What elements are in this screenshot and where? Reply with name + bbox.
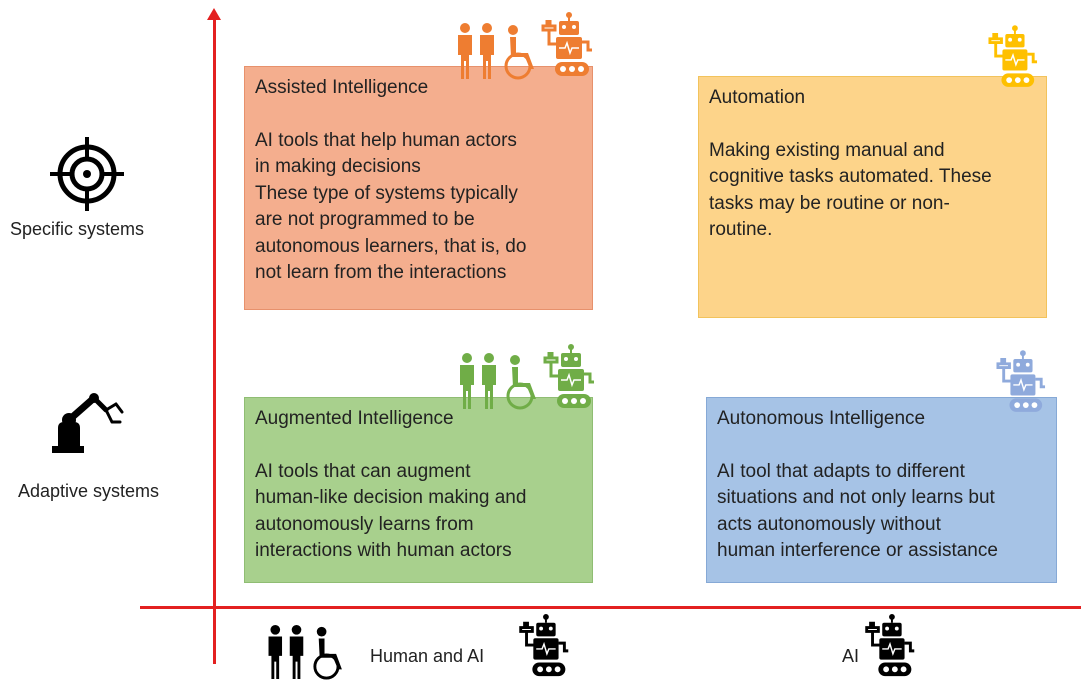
robot-icon bbox=[541, 12, 593, 80]
assisted-description: AI tools that help human actors in makin… bbox=[255, 129, 527, 284]
autonomous-description: AI tool that adapts to different situati… bbox=[717, 460, 998, 562]
robot-icon bbox=[864, 614, 916, 680]
y-axis-top-label: Specific systems bbox=[10, 219, 145, 239]
augmented-intelligence-box: Augmented Intelligence AI tools that can… bbox=[244, 397, 593, 583]
augmented-description: AI tools that can augment human-like dec… bbox=[255, 460, 527, 562]
autonomous-title: Autonomous Intelligence bbox=[717, 408, 926, 429]
y-axis-line bbox=[213, 16, 216, 664]
automation-box: Automation Making existing manual and co… bbox=[698, 76, 1047, 318]
x-axis-left-label: Human and AI bbox=[370, 646, 485, 666]
robot-arm-icon bbox=[50, 392, 130, 454]
y-axis-bottom-label: Adaptive systems bbox=[18, 481, 160, 501]
people-wheelchair-icon bbox=[457, 352, 551, 410]
assisted-intelligence-box: Assisted Intelligence AI tools that help… bbox=[244, 66, 593, 310]
automation-description: Making existing manual and cognitive tas… bbox=[709, 139, 992, 241]
automation-title: Automation bbox=[709, 87, 806, 108]
robot-icon bbox=[988, 24, 1038, 92]
people-wheelchair-icon bbox=[455, 22, 549, 80]
x-axis-line bbox=[140, 606, 1081, 609]
robot-icon bbox=[518, 614, 570, 680]
people-wheelchair-icon bbox=[264, 624, 358, 680]
target-icon bbox=[50, 137, 124, 211]
y-axis-arrowhead bbox=[207, 8, 221, 20]
assisted-title: Assisted Intelligence bbox=[255, 77, 429, 98]
autonomous-intelligence-box: Autonomous Intelligence AI tool that ada… bbox=[706, 397, 1057, 583]
augmented-title: Augmented Intelligence bbox=[255, 408, 454, 429]
robot-icon bbox=[543, 344, 595, 412]
x-axis-right-label: AI bbox=[842, 646, 860, 666]
robot-icon bbox=[996, 349, 1046, 417]
